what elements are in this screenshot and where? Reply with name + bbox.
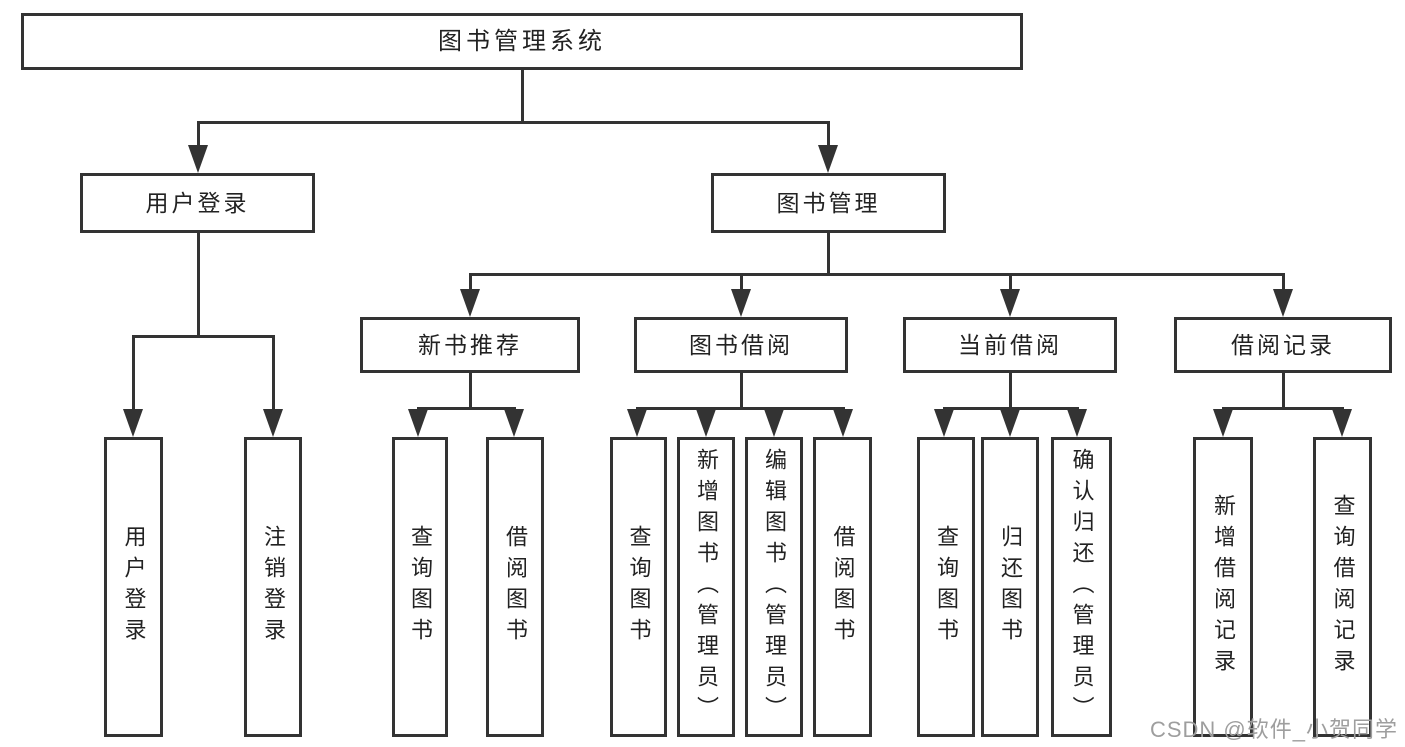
arrow-down-icon bbox=[123, 409, 143, 437]
node-leaf-user-login: 用户登录 bbox=[104, 437, 163, 737]
connector-drop-library-management-system bbox=[196, 121, 200, 147]
connector-stub-new-book-recommendation bbox=[468, 373, 472, 410]
node-label-leaf-add-borrow-record: 新增借阅记录 bbox=[1211, 494, 1236, 680]
node-leaf-borrow-books-recommend: 借阅图书 bbox=[486, 437, 544, 737]
arrow-down-icon bbox=[934, 409, 954, 437]
node-new-book-recommendation: 新书推荐 bbox=[360, 317, 580, 373]
node-label-current-borrowing: 当前借阅 bbox=[958, 331, 1062, 358]
connector-branch-borrowing-records bbox=[1221, 407, 1344, 410]
node-leaf-query-books-recommend: 查询图书 bbox=[392, 437, 448, 737]
arrow-down-icon bbox=[1000, 289, 1020, 317]
node-user-login: 用户登录 bbox=[80, 173, 315, 233]
node-leaf-query-borrow-record: 查询借阅记录 bbox=[1313, 437, 1372, 737]
connector-stub-borrowing-records bbox=[1281, 373, 1285, 410]
node-library-management-system: 图书管理系统 bbox=[21, 13, 1023, 70]
arrow-down-icon bbox=[627, 409, 647, 437]
node-label-leaf-edit-book-admin: 编辑图书（管理员） bbox=[762, 447, 787, 727]
node-label-leaf-return-book: 归还图书 bbox=[998, 525, 1023, 649]
connector-drop-book-management bbox=[739, 273, 743, 291]
connector-stub-current-borrowing bbox=[1008, 373, 1012, 410]
arrow-down-icon bbox=[696, 409, 716, 437]
arrow-down-icon bbox=[1067, 409, 1087, 437]
node-label-leaf-query-books-recommend: 查询图书 bbox=[408, 525, 433, 649]
node-label-leaf-borrow-books-recommend: 借阅图书 bbox=[503, 525, 528, 649]
csdn-watermark: CSDN @软件_小贺同学 bbox=[1149, 717, 1398, 742]
arrow-down-icon bbox=[731, 289, 751, 317]
arrow-down-icon bbox=[460, 289, 480, 317]
node-label-new-book-recommendation: 新书推荐 bbox=[418, 331, 522, 358]
connector-drop-book-management bbox=[1281, 273, 1285, 291]
node-label-book-management: 图书管理 bbox=[776, 189, 881, 216]
arrow-down-icon bbox=[1000, 409, 1020, 437]
arrow-down-icon bbox=[188, 145, 208, 173]
connector-stub-library-management-system bbox=[520, 70, 524, 124]
node-leaf-borrow-books-borrow: 借阅图书 bbox=[813, 437, 872, 737]
connector-drop-user-login bbox=[131, 335, 135, 411]
node-borrowing-records: 借阅记录 bbox=[1174, 317, 1392, 373]
arrow-down-icon bbox=[833, 409, 853, 437]
node-label-leaf-user-login: 用户登录 bbox=[121, 525, 147, 649]
node-leaf-confirm-return-admin: 确认归还（管理员） bbox=[1051, 437, 1112, 737]
node-book-management: 图书管理 bbox=[711, 173, 946, 233]
node-label-leaf-query-borrow-record: 查询借阅记录 bbox=[1330, 494, 1356, 680]
node-label-user-login: 用户登录 bbox=[145, 189, 250, 216]
connector-branch-library-management-system bbox=[196, 121, 830, 124]
connector-branch-user-login bbox=[131, 335, 275, 338]
node-leaf-add-book-admin: 新增图书（管理员） bbox=[677, 437, 735, 737]
connector-stub-book-borrowing bbox=[739, 373, 743, 410]
arrow-down-icon bbox=[764, 409, 784, 437]
connector-drop-user-login bbox=[271, 335, 275, 411]
arrow-down-icon bbox=[408, 409, 428, 437]
node-leaf-edit-book-admin: 编辑图书（管理员） bbox=[745, 437, 803, 737]
connector-branch-book-borrowing bbox=[635, 407, 845, 410]
arrow-down-icon bbox=[263, 409, 283, 437]
arrow-down-icon bbox=[504, 409, 524, 437]
node-leaf-query-books-borrow: 查询图书 bbox=[610, 437, 667, 737]
node-leaf-query-books-current: 查询图书 bbox=[917, 437, 975, 737]
node-label-leaf-logout: 注销登录 bbox=[261, 525, 286, 649]
connector-stub-book-management bbox=[826, 233, 830, 276]
node-current-borrowing: 当前借阅 bbox=[903, 317, 1117, 373]
node-leaf-return-book: 归还图书 bbox=[981, 437, 1039, 737]
node-leaf-logout: 注销登录 bbox=[244, 437, 302, 737]
arrow-down-icon bbox=[1332, 409, 1352, 437]
node-label-library-management-system: 图书管理系统 bbox=[438, 27, 606, 55]
connector-drop-book-management bbox=[468, 273, 472, 291]
connector-drop-library-management-system bbox=[826, 121, 830, 147]
node-label-leaf-add-book-admin: 新增图书（管理员） bbox=[694, 447, 719, 727]
connector-stub-user-login bbox=[196, 233, 200, 338]
node-label-book-borrowing: 图书借阅 bbox=[689, 331, 793, 358]
connector-branch-book-management bbox=[468, 273, 1285, 276]
node-label-leaf-confirm-return-admin: 确认归还（管理员） bbox=[1069, 447, 1095, 727]
node-leaf-add-borrow-record: 新增借阅记录 bbox=[1193, 437, 1253, 737]
arrow-down-icon bbox=[1273, 289, 1293, 317]
node-label-leaf-query-books-borrow: 查询图书 bbox=[626, 525, 652, 649]
arrow-down-icon bbox=[1213, 409, 1233, 437]
node-label-leaf-borrow-books-borrow: 借阅图书 bbox=[830, 525, 856, 649]
node-label-leaf-query-books-current: 查询图书 bbox=[934, 525, 959, 649]
node-label-borrowing-records: 借阅记录 bbox=[1231, 331, 1335, 358]
node-book-borrowing: 图书借阅 bbox=[634, 317, 848, 373]
connector-drop-book-management bbox=[1008, 273, 1012, 291]
arrow-down-icon bbox=[818, 145, 838, 173]
connector-branch-new-book-recommendation bbox=[416, 407, 516, 410]
